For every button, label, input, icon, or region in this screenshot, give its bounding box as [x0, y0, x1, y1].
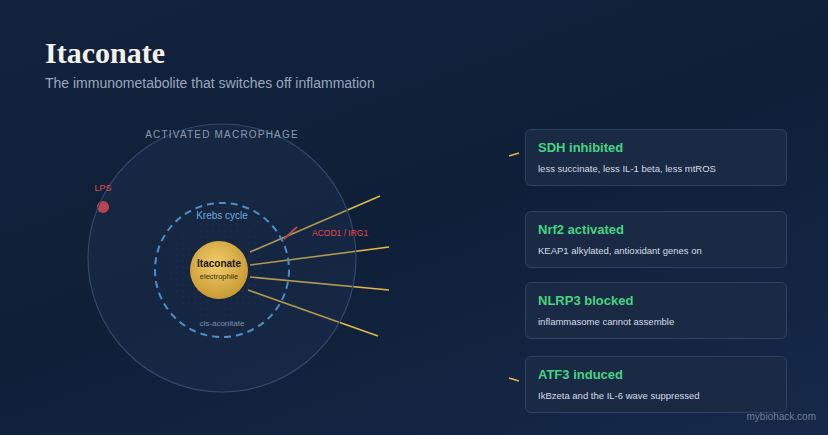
cell-circle: ACTIVATED MACROPHAGE Krebs cycle cis-aconi…	[87, 123, 357, 393]
cycle-label: Krebs cycle	[196, 210, 248, 221]
effect-card: SDH inhibited less succinate, less IL-1 b…	[525, 129, 787, 186]
card-body: inflammasome cannot assemble	[538, 315, 774, 328]
cell-label: ACTIVATED MACROPHAGE	[145, 129, 299, 140]
subtitle: The immunometabolite that switches off i…	[45, 75, 375, 92]
metabolite-circle: Itaconate electrophile	[190, 241, 248, 299]
card-heading: SDH inhibited	[538, 140, 774, 156]
outline	[190, 241, 248, 299]
card-body: IkBzeta and the IL-6 wave suppressed	[538, 389, 774, 402]
metabolite-name: Itaconate	[197, 258, 241, 269]
title: Itaconate	[45, 36, 165, 70]
card-body: less succinate, less IL-1 beta, less mtR…	[538, 162, 774, 175]
cycle-intermediate: cis-aconitate	[200, 319, 245, 328]
card-body: KEAP1 alkylated, antioxidant genes on	[538, 244, 774, 257]
metabolite-property: electrophile	[200, 272, 238, 281]
cycle-ring: Krebs cycle cis-aconitate Itaconate electro…	[154, 202, 290, 338]
card-heading: Nrf2 activated	[538, 222, 774, 238]
effect-card: NLRP3 blocked inflammasome cannot assembl…	[525, 282, 787, 339]
stimulus-label: LPS	[94, 183, 111, 193]
card-heading: NLRP3 blocked	[538, 293, 774, 309]
card-heading: ATF3 induced	[538, 367, 774, 383]
watermark: mybiohack.com	[747, 411, 816, 422]
enzyme-label: ACOD1 / IRG1	[312, 228, 368, 238]
effect-card: ATF3 inducedIkBzeta and the IL-6 wave su…	[525, 356, 787, 413]
effect-card: Nrf2 activatedKEAP1 alkylated, antioxida…	[525, 211, 787, 268]
